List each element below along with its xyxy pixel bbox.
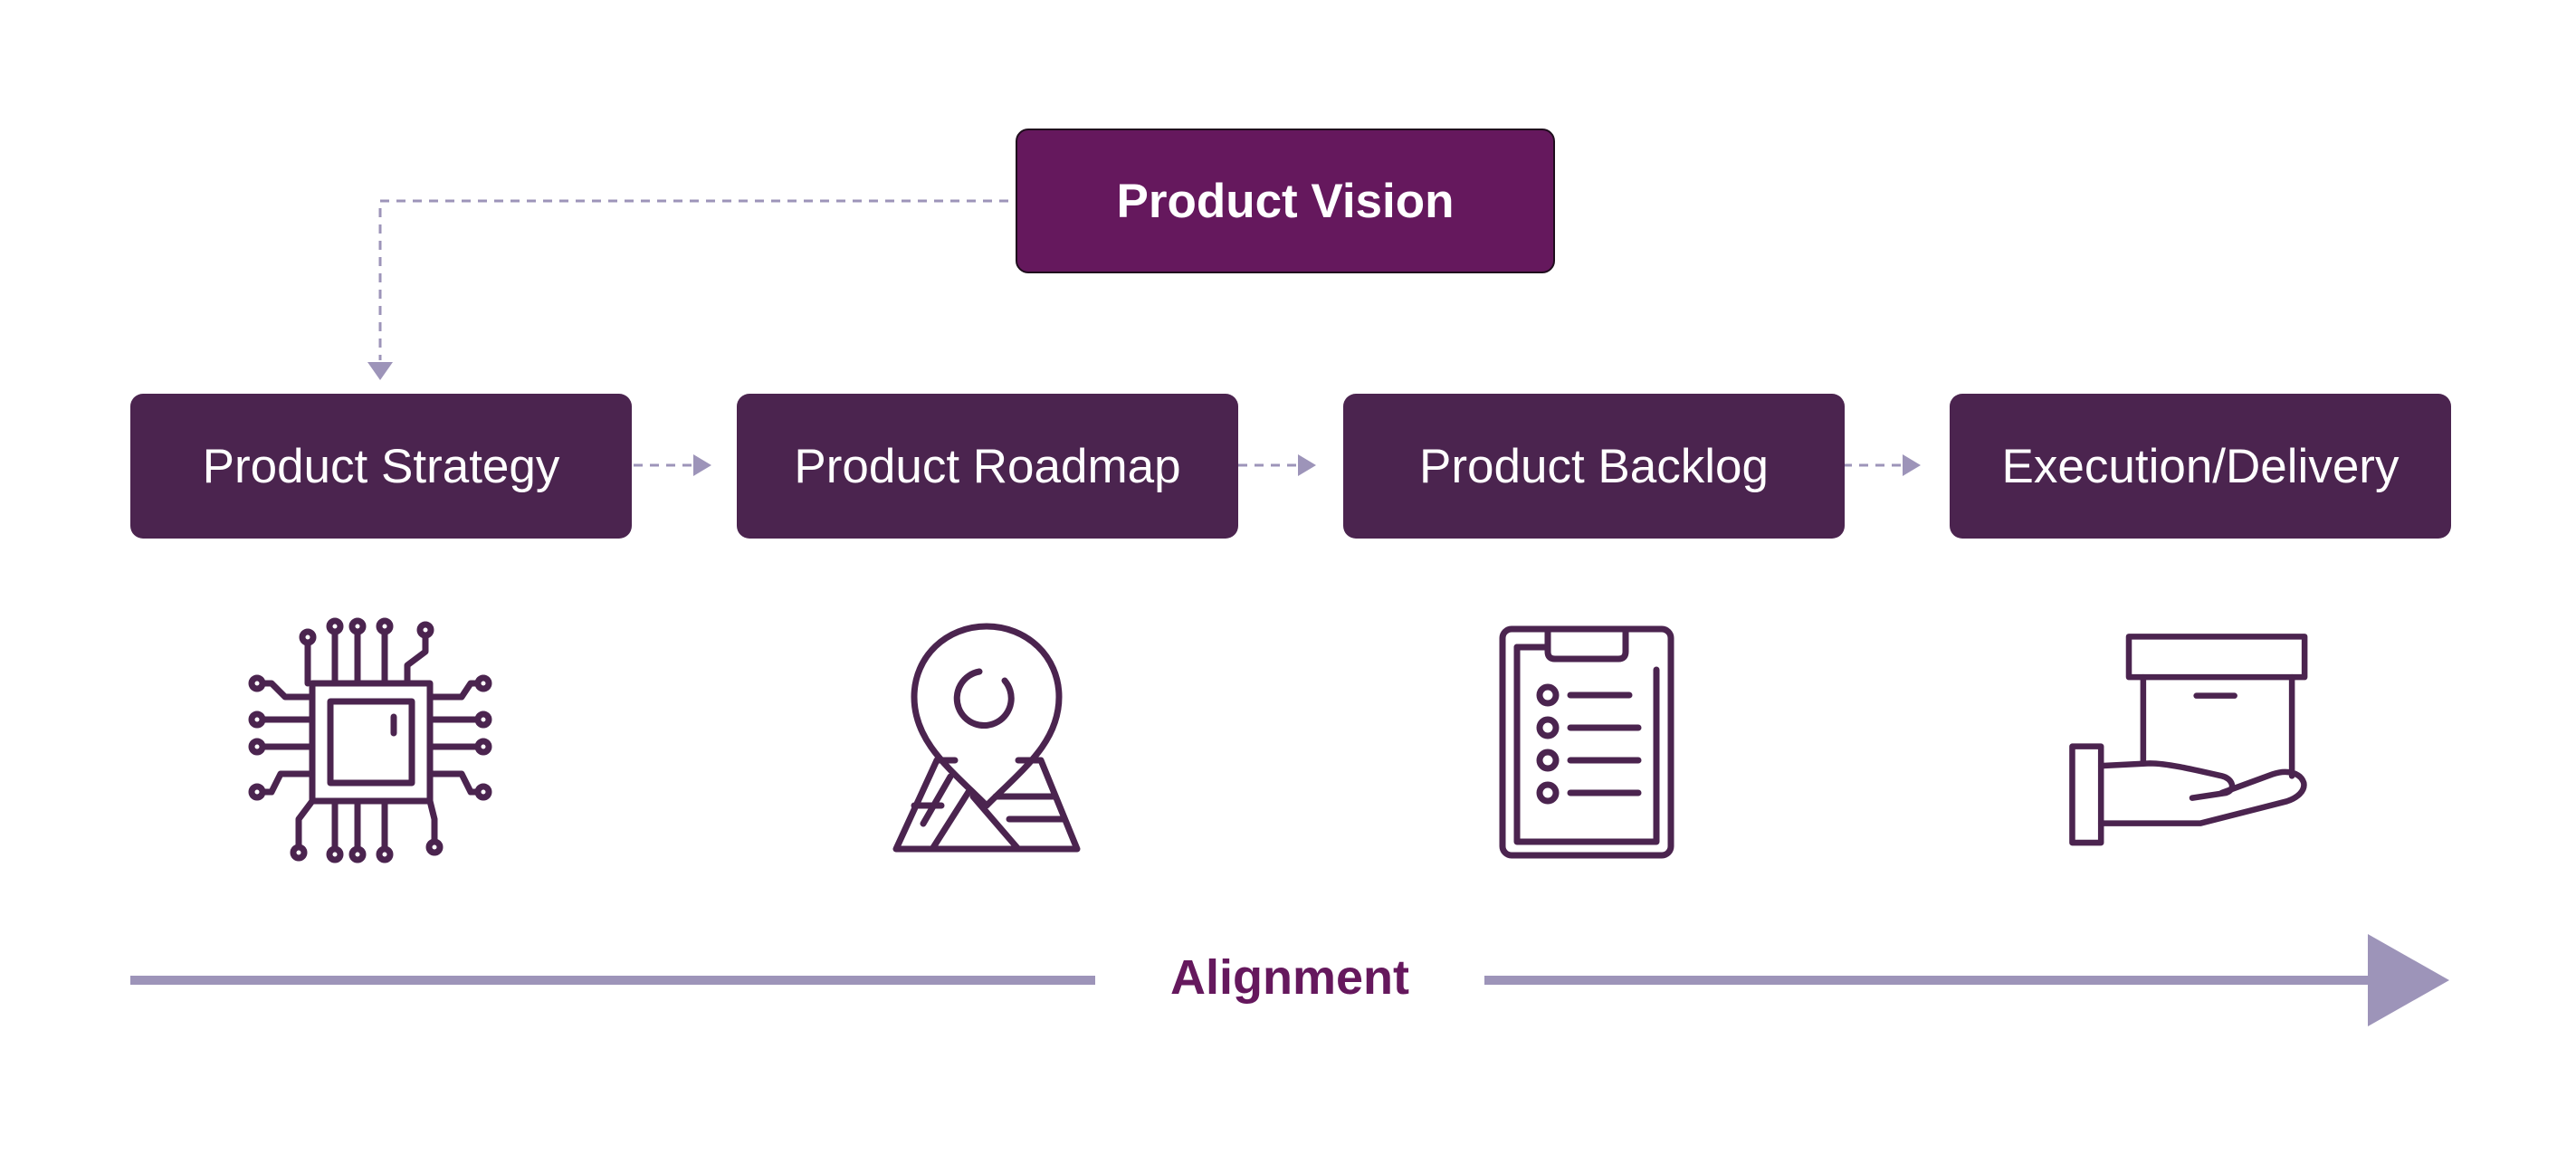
- product-vision-box: Product Vision: [1016, 129, 1555, 273]
- alignment-label: Alignment: [1170, 950, 1409, 1005]
- vision-to-strategy-connector: [378, 199, 1008, 360]
- product-vision-label: Product Vision: [1116, 174, 1455, 228]
- vision-to-strategy-arrowhead: [367, 362, 393, 380]
- product-backlog-box: Product Backlog: [1343, 394, 1845, 539]
- clipboard-list-icon: [1499, 625, 1674, 859]
- alignment-arrowhead: [2368, 934, 2449, 1026]
- hand-box-icon: [2069, 634, 2308, 846]
- roadmap-to-backlog-arrowhead: [1298, 454, 1316, 476]
- product-roadmap-label: Product Roadmap: [794, 439, 1181, 493]
- execution-delivery-box: Execution/Delivery: [1950, 394, 2451, 539]
- backlog-to-delivery-arrowhead: [1903, 454, 1921, 476]
- product-strategy-label: Product Strategy: [202, 439, 560, 493]
- product-roadmap-box: Product Roadmap: [737, 394, 1238, 539]
- microchip-icon: [248, 617, 492, 863]
- product-backlog-label: Product Backlog: [1419, 439, 1769, 493]
- map-pin-icon: [892, 623, 1081, 853]
- execution-delivery-label: Execution/Delivery: [2001, 439, 2399, 493]
- strategy-to-roadmap-arrowhead: [693, 454, 711, 476]
- product-strategy-box: Product Strategy: [130, 394, 632, 539]
